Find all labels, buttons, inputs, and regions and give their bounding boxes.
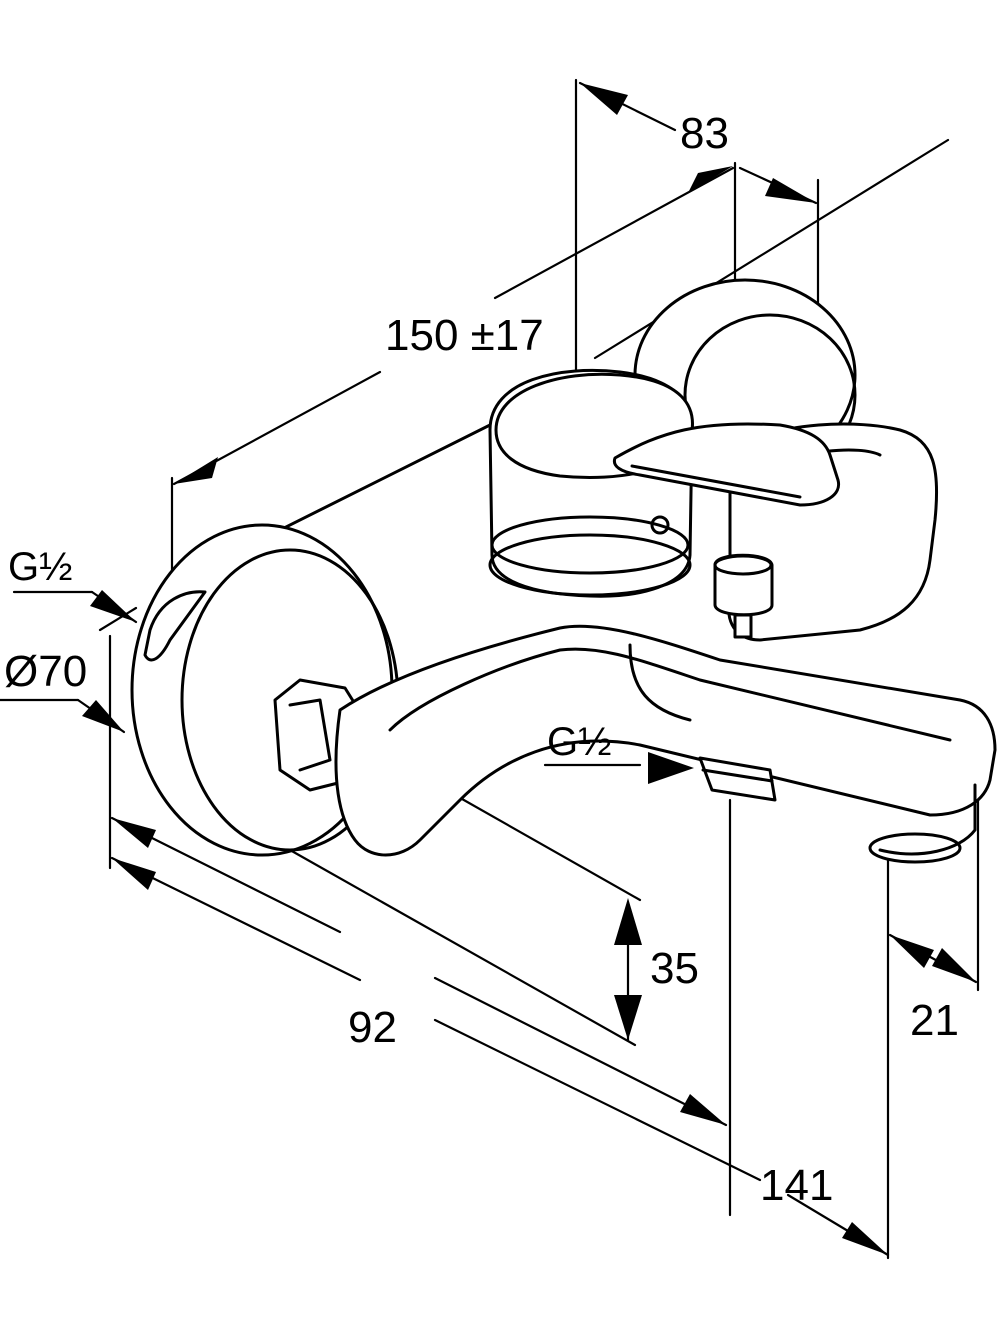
mixer-body bbox=[130, 278, 997, 864]
label-21: 21 bbox=[910, 996, 959, 1045]
label-diameter: Ø70 bbox=[4, 647, 87, 696]
dimension-labels: 83 150 ±17 G½ Ø70 G½ 35 21 92 141 bbox=[4, 109, 959, 1210]
label-141: 141 bbox=[760, 1161, 833, 1210]
label-150: 150 ±17 bbox=[385, 311, 544, 360]
label-83: 83 bbox=[680, 109, 729, 158]
label-thread-inlet: G½ bbox=[8, 545, 72, 589]
label-35: 35 bbox=[650, 944, 699, 993]
dimension-arrows bbox=[82, 83, 976, 1255]
label-92: 92 bbox=[348, 1003, 397, 1052]
label-thread-outlet: G½ bbox=[547, 720, 611, 764]
